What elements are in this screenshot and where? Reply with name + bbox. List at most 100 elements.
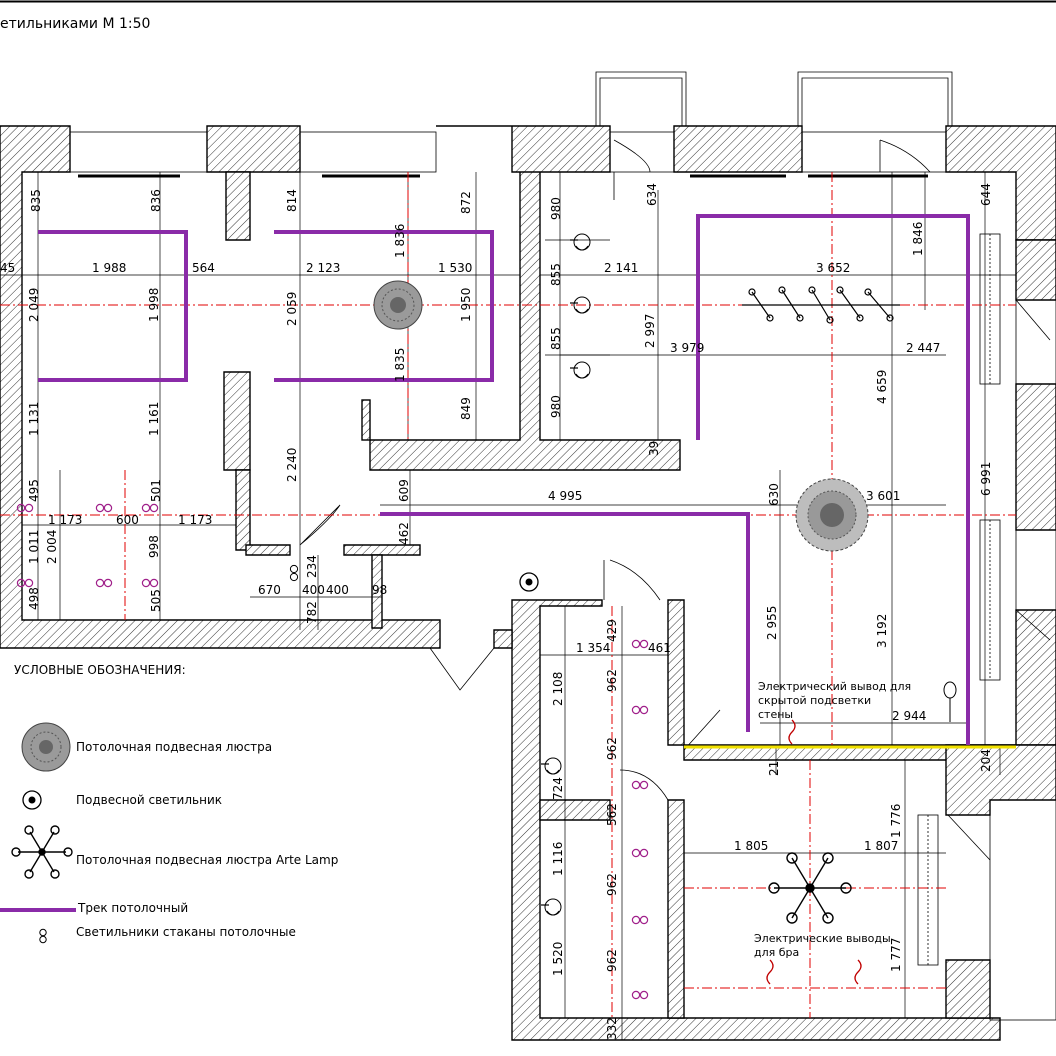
svg-text:400: 400 [302,583,325,597]
svg-text:980: 980 [549,197,563,220]
svg-text:1 777: 1 777 [889,938,903,972]
svg-text:2 997: 2 997 [643,314,657,348]
fixtures [16,233,957,1000]
svg-text:670: 670 [258,583,281,597]
svg-text:1 807: 1 807 [864,839,898,853]
drawing-title: етильниками М 1:50 [0,16,150,32]
svg-text:332: 332 [605,1017,619,1040]
svg-text:1 173: 1 173 [48,513,82,527]
svg-text:1 520: 1 520 [551,942,565,976]
svg-text:2 004: 2 004 [45,530,59,564]
sconce-note-2: для бра [754,946,799,959]
hidden-light-note-1: Электрический вывод для [758,680,911,693]
svg-text:814: 814 [285,189,299,212]
svg-text:2 955: 2 955 [765,606,779,640]
svg-text:1 846: 1 846 [911,222,925,256]
branch-chandelier-icon [742,286,900,324]
svg-text:564: 564 [192,261,215,275]
svg-text:1 988: 1 988 [92,261,126,275]
svg-text:6 991: 6 991 [979,462,993,496]
svg-text:2 141: 2 141 [604,261,638,275]
svg-text:1 530: 1 530 [438,261,472,275]
svg-text:1 998: 1 998 [147,288,161,322]
svg-text:1 131: 1 131 [27,402,41,436]
svg-text:4 995: 4 995 [548,489,582,503]
svg-text:980: 980 [549,395,563,418]
pendant-lamp-icon [22,790,42,810]
svg-text:1 805: 1 805 [734,839,768,853]
svg-text:998: 998 [147,535,161,558]
svg-text:45: 45 [0,261,15,275]
dimension-lines [0,172,1016,1040]
svg-text:962: 962 [605,873,619,896]
legend-item-label: Светильники стаканы потолочные [76,925,296,939]
svg-text:1 354: 1 354 [576,641,610,655]
annotations: Электрический вывод для скрытой подсветк… [754,680,911,959]
svg-text:2 108: 2 108 [551,672,565,706]
svg-text:644: 644 [979,183,993,206]
svg-text:724: 724 [551,777,565,800]
arte-lamp-chandelier-icon [768,852,852,924]
ceiling-tracks [38,214,1016,749]
chandelier-round-icon [795,478,869,552]
dimension-labels: 835 836 814 872 1 836 980 634 1 846 644 … [0,183,993,1040]
svg-text:400: 400 [326,583,349,597]
legend-item-label: Потолочная подвесная люстра Arte Lamp [76,853,338,867]
svg-text:3 979: 3 979 [670,341,704,355]
svg-text:204: 204 [979,749,993,772]
svg-text:600: 600 [116,513,139,527]
svg-text:855: 855 [549,327,563,350]
hidden-light-note-3: стены [758,708,793,721]
hidden-light-note-2: скрытой подсветки [758,694,871,707]
svg-text:3 192: 3 192 [875,614,889,648]
svg-text:609: 609 [397,479,411,502]
svg-text:836: 836 [149,189,163,212]
svg-text:505: 505 [149,589,163,612]
svg-text:1 116: 1 116 [551,842,565,876]
svg-text:630: 630 [767,483,781,506]
floor-lamp-icon [943,681,957,722]
pendant-lamp-icon [519,572,539,592]
svg-text:3 652: 3 652 [816,261,850,275]
legend-title: УСЛОВНЫЕ ОБОЗНАЧЕНИЯ: [14,663,186,677]
svg-text:1 776: 1 776 [889,804,903,838]
svg-text:2 049: 2 049 [27,288,41,322]
svg-text:461: 461 [648,641,671,655]
legend-item-label: Потолочная подвесная люстра [76,740,272,754]
svg-text:962: 962 [605,669,619,692]
svg-text:3 601: 3 601 [866,489,900,503]
svg-text:4 659: 4 659 [875,370,889,404]
svg-text:782: 782 [305,601,319,624]
svg-text:429: 429 [605,619,619,642]
svg-text:495: 495 [27,479,41,502]
legend-item-label: Подвесной светильник [76,793,222,807]
svg-text:234: 234 [305,555,319,578]
svg-text:872: 872 [459,191,473,214]
chandelier-round-icon [373,280,423,330]
svg-text:1 173: 1 173 [178,513,212,527]
svg-text:98: 98 [372,583,387,597]
windows [69,71,1056,1021]
svg-text:498: 498 [27,587,41,610]
svg-text:1 161: 1 161 [147,402,161,436]
svg-text:1 836: 1 836 [393,224,407,258]
walls [0,125,1056,1041]
legend: УСЛОВНЫЕ ОБОЗНАЧЕНИЯ: Потолочная подвесн… [0,663,338,944]
svg-text:2 123: 2 123 [306,261,340,275]
svg-text:1 011: 1 011 [27,530,41,564]
svg-text:39: 39 [647,441,661,456]
svg-text:21: 21 [767,761,781,776]
legend-item-label: Трек потолочный [77,901,188,915]
svg-text:962: 962 [605,949,619,972]
svg-text:2 059: 2 059 [285,292,299,326]
electrical-outlets [766,719,862,985]
svg-text:835: 835 [29,189,43,212]
svg-text:2 944: 2 944 [892,709,926,723]
chandelier-round-icon [21,722,71,772]
svg-text:855: 855 [549,263,563,286]
recessed-spotlight-icon [39,928,47,944]
svg-text:462: 462 [397,522,411,545]
svg-text:562: 562 [605,803,619,826]
svg-text:501: 501 [149,479,163,502]
